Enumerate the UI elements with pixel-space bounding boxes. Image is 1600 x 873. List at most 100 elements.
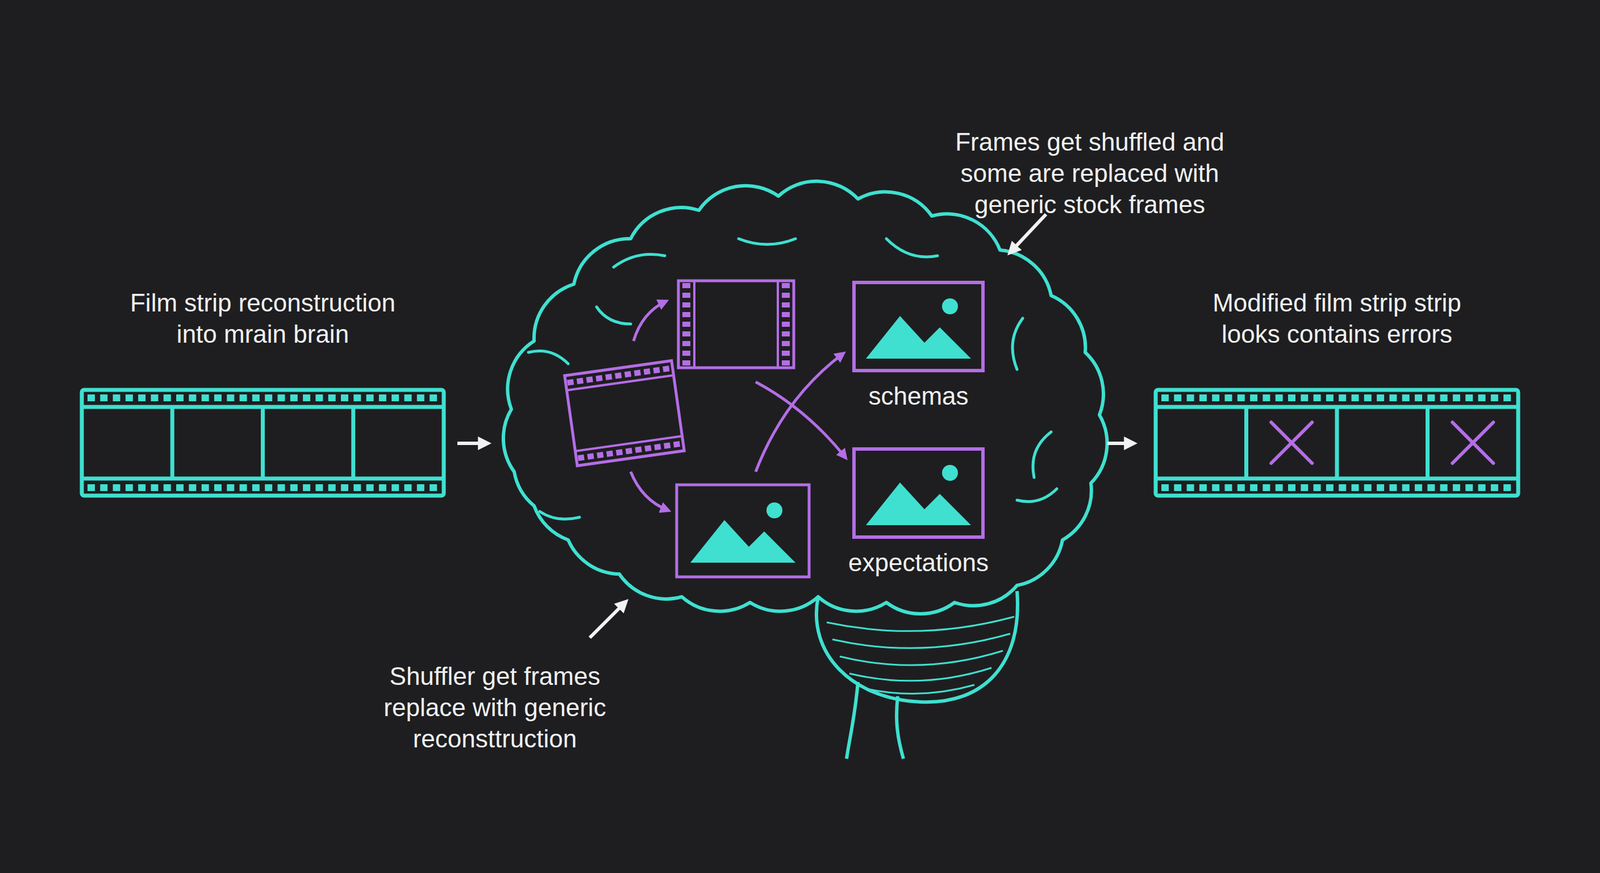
sprocket-hole xyxy=(1452,484,1461,491)
sprocket-hole xyxy=(417,484,425,491)
frame-border xyxy=(853,282,983,371)
image-frame: expectations xyxy=(852,447,985,579)
sprocket-hole xyxy=(201,394,210,402)
sprocket-hole xyxy=(1465,484,1473,491)
sprocket-hole xyxy=(1199,394,1207,402)
sprocket-hole xyxy=(151,484,159,491)
flow-arrow xyxy=(457,441,488,445)
sprocket-band xyxy=(678,280,695,368)
sprocket-hole xyxy=(302,484,311,491)
frame-divider xyxy=(260,406,265,479)
sprocket-hole xyxy=(1161,394,1169,402)
sprocket-hole xyxy=(214,484,222,491)
sprocket-hole xyxy=(264,394,273,402)
sprocket-hole xyxy=(429,484,437,491)
cerebellum-line xyxy=(839,650,1003,665)
brain-fold xyxy=(596,306,631,324)
sprocket-hole xyxy=(1186,484,1195,491)
mountain-icon xyxy=(690,519,796,563)
sprocket-hole xyxy=(1427,484,1435,491)
sprocket-hole xyxy=(226,394,235,402)
frame-border xyxy=(853,448,983,537)
sprocket-hole xyxy=(290,484,298,491)
brain-fold xyxy=(539,511,580,519)
sprocket-hole xyxy=(188,394,197,402)
sprocket-hole xyxy=(1300,394,1308,402)
frame-divider xyxy=(1244,406,1249,479)
cerebellum xyxy=(816,590,1018,702)
sprocket-hole xyxy=(176,394,184,402)
sprocket-hole xyxy=(1338,484,1347,491)
sprocket-hole xyxy=(378,484,387,491)
shuffle-arrow xyxy=(633,301,666,341)
strip-heading: Film strip reconstruction into mrain bra… xyxy=(121,286,406,350)
tilted-film-frame xyxy=(564,360,685,466)
brain-fold xyxy=(886,238,938,257)
sprocket-hole xyxy=(302,394,311,402)
callout-note: Frames get shuffled and some are replace… xyxy=(942,126,1238,220)
error-cross xyxy=(1452,422,1494,464)
sprocket-hole xyxy=(1503,394,1511,402)
brain-fold xyxy=(1032,431,1052,478)
sprocket-hole xyxy=(138,484,146,491)
mountain-icon xyxy=(865,315,972,359)
sprocket-hole xyxy=(328,394,336,402)
sprocket-hole xyxy=(113,484,121,491)
sprocket-hole xyxy=(1440,484,1448,491)
cerebellum-lines xyxy=(826,616,1015,694)
sprocket-hole xyxy=(1490,484,1499,491)
sprocket-hole xyxy=(1262,484,1270,491)
sprocket-hole xyxy=(404,484,412,491)
cross-stroke xyxy=(1452,422,1494,464)
sprocket-hole xyxy=(239,394,248,402)
sprocket-hole xyxy=(366,394,374,402)
sprocket-hole xyxy=(277,394,286,402)
image-frame-graphic xyxy=(852,280,985,373)
leader-arrow xyxy=(589,601,626,638)
brain-outline xyxy=(503,181,1108,614)
sprocket-hole xyxy=(1211,394,1220,402)
sprocket-hole xyxy=(163,394,172,402)
sprocket-hole xyxy=(366,484,374,491)
sprocket-band xyxy=(777,280,794,368)
sprocket-hole xyxy=(163,484,172,491)
sprocket-hole xyxy=(1427,394,1435,402)
sprocket-hole xyxy=(1161,484,1169,491)
sprocket-hole xyxy=(1364,394,1372,402)
sprocket-hole xyxy=(252,484,260,491)
cerebellum-line xyxy=(832,633,1011,648)
sprocket-hole xyxy=(87,394,95,402)
sprocket-hole xyxy=(252,394,260,402)
sprocket-hole xyxy=(125,394,133,402)
brain-stem xyxy=(896,696,904,759)
sprocket-hole xyxy=(1237,484,1245,491)
brain-fold xyxy=(1017,488,1057,502)
sprocket-hole xyxy=(1300,484,1308,491)
frame-line xyxy=(776,280,779,368)
sprocket-hole xyxy=(391,394,399,402)
sprocket-hole xyxy=(1250,394,1258,402)
flow-arrow xyxy=(1107,441,1134,445)
sprocket-hole xyxy=(1465,394,1473,402)
sprocket-hole xyxy=(1275,484,1283,491)
shuffle-arrows xyxy=(630,301,846,511)
sprocket-hole xyxy=(87,484,95,491)
sprocket-hole xyxy=(1313,394,1322,402)
sprocket-hole xyxy=(100,484,108,491)
brain-fold xyxy=(1012,318,1023,370)
shuffle-arrow xyxy=(630,471,669,511)
image-frame: schemas xyxy=(852,280,985,413)
sprocket-hole xyxy=(315,484,323,491)
frame-line xyxy=(566,375,674,390)
sprocket-hole xyxy=(1250,484,1258,491)
sprocket-hole xyxy=(1389,394,1397,402)
sprocket-hole xyxy=(1326,484,1334,491)
film-strip: Film strip reconstruction into mrain bra… xyxy=(79,286,447,498)
brain-fold xyxy=(528,351,569,365)
error-cross xyxy=(1271,422,1312,464)
sprocket-hole xyxy=(201,484,210,491)
callout-note: Shuffler get frames replace with generic… xyxy=(367,660,623,754)
film-strip: Modified film strip strip looks contains… xyxy=(1153,286,1521,498)
